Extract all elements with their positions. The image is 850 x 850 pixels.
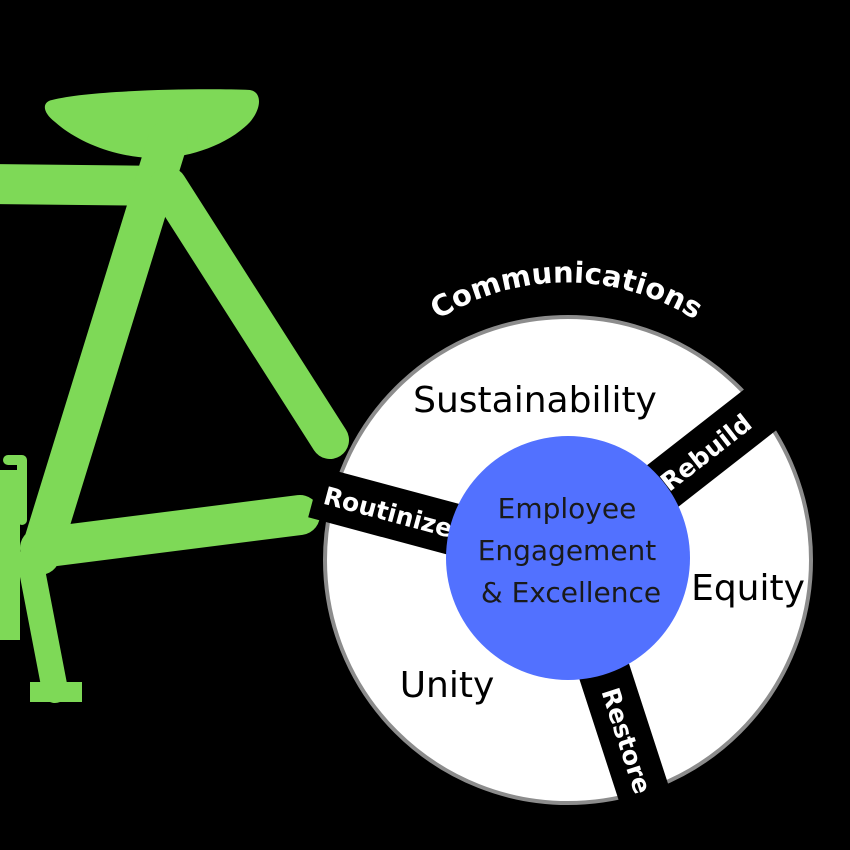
bicycle-chain-stay <box>20 495 320 568</box>
bicycle-bracket <box>3 455 27 525</box>
hub-line-2: Engagement <box>478 534 657 567</box>
hub-line-1: Employee <box>498 492 637 525</box>
wheel: Rebuild Routinize Restore Sustainability… <box>308 315 813 818</box>
hub-circle <box>446 436 690 680</box>
bicycle-pedal <box>30 682 82 702</box>
bicycle-frame-icon <box>0 89 349 703</box>
bicycle-fork <box>17 547 68 703</box>
hub-line-3: & Excellence <box>481 576 661 609</box>
segment-equity: Equity <box>691 568 805 609</box>
bicycle-saddle <box>44 89 259 159</box>
segment-unity: Unity <box>400 665 495 706</box>
segment-sustainability: Sustainability <box>413 380 657 421</box>
bicycle-seat-post <box>20 120 188 575</box>
bicycle-down-tube <box>149 167 349 459</box>
